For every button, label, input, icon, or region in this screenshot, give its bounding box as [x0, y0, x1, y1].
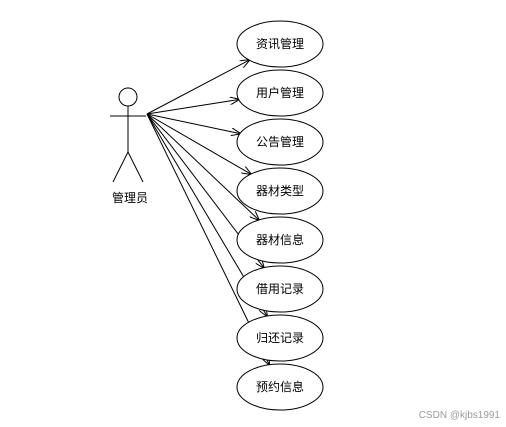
use-case-7: 归还记录: [236, 314, 324, 362]
use-case-4: 器材类型: [236, 167, 324, 215]
use-case-ellipse: [236, 314, 324, 362]
use-case-6: 借用记录: [236, 265, 324, 313]
use-case-ellipse: [236, 265, 324, 313]
use-case-1: 资讯管理: [236, 20, 324, 68]
use-case-ellipse: [236, 69, 324, 117]
use-case-label: 预约信息: [256, 379, 304, 394]
use-case-label: 借用记录: [256, 282, 304, 296]
actor-label: 管理员: [112, 190, 148, 205]
association-arrow: [146, 113, 240, 134]
association-arrow: [146, 113, 251, 174]
use-case-ellipse: [236, 167, 324, 215]
use-case-label: 用户管理: [256, 85, 304, 100]
use-case-ellipse: [236, 118, 324, 166]
association-arrow: [146, 100, 239, 115]
watermark: CSDN @kjbs1991: [418, 410, 500, 421]
use-case-ellipse: [236, 20, 324, 68]
use-case-8: 预约信息: [236, 363, 324, 411]
use-case-label: 公告管理: [256, 134, 304, 149]
actor-left-leg: [112, 151, 129, 183]
use-case-5: 器材信息: [236, 216, 324, 264]
use-case-ellipse: [236, 363, 324, 411]
use-case-3: 公告管理: [236, 118, 324, 166]
association-arrow: [146, 113, 259, 220]
use-case-label: 归还记录: [256, 331, 304, 345]
use-case-label: 器材类型: [256, 184, 304, 198]
actor-head: [118, 87, 138, 107]
use-case-label: 资讯管理: [256, 36, 304, 51]
association-arrow: [146, 60, 249, 115]
use-case-2: 用户管理: [236, 69, 324, 117]
actor-admin: 管理员: [110, 87, 148, 205]
use-case-ellipse: [236, 216, 324, 264]
use-case-label: 器材信息: [256, 232, 304, 247]
actor-right-leg: [127, 151, 144, 183]
